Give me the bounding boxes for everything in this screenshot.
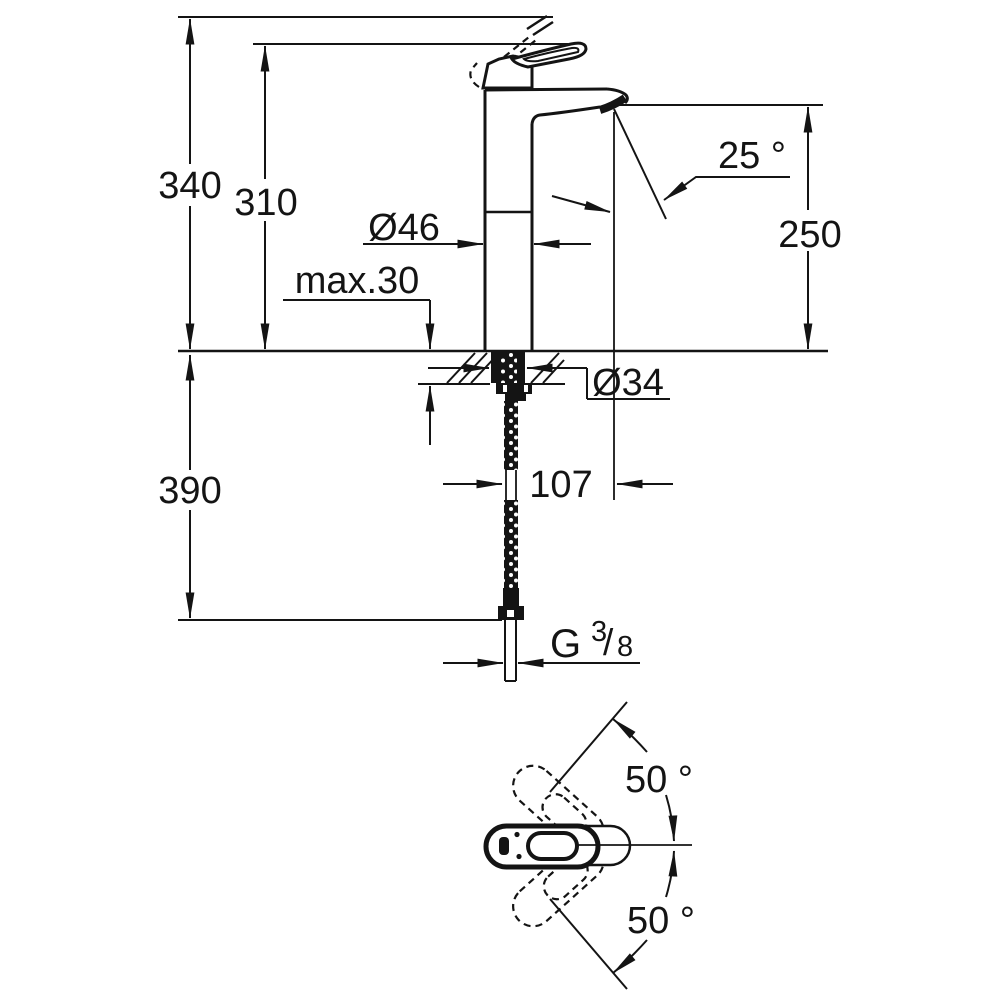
flex-hose-lower [504, 500, 518, 588]
lever-loop [509, 41, 588, 69]
dimension-250: 250 [778, 106, 842, 350]
label-body-diameter: Ø46 [368, 207, 440, 249]
label-swivel-down: 50 ° [627, 900, 695, 942]
dimension-max30: max.30 [283, 260, 435, 445]
swivel-limit-up [549, 701, 628, 793]
label-thread-slash: / [603, 622, 614, 663]
shank-left [491, 352, 500, 383]
dimension-g38: G 3 / 8 [443, 616, 640, 668]
dimension-25deg: 25 ° [551, 108, 790, 220]
label-thread-numerator: 3 [591, 616, 607, 648]
hose-connector [503, 588, 519, 608]
mounting-shank-and-hose [491, 352, 532, 682]
lever-raised-ghost [469, 14, 554, 88]
label-overall-height: 340 [158, 165, 221, 207]
faucet-front-view [469, 14, 629, 351]
stream-angle-line [613, 108, 667, 220]
label-spout-angle: 25 ° [718, 135, 786, 177]
dimension-340: 340 [158, 18, 222, 350]
spout-top-edge [484, 87, 608, 92]
label-outlet-height: 250 [778, 214, 841, 256]
handle-top-view: 50 ° 50 ° [483, 701, 695, 990]
aerator [598, 94, 628, 114]
shank-flange [496, 383, 532, 394]
label-swivel-up: 50 ° [625, 759, 693, 801]
label-lever-height: 310 [234, 182, 297, 224]
label-spout-projection: 107 [529, 464, 592, 506]
dimension-d46: Ø46 [363, 207, 591, 249]
dimension-390: 390 [158, 354, 222, 619]
extension-lines [178, 16, 828, 621]
stream-pointer [551, 195, 611, 213]
flex-hose-upper [504, 401, 518, 470]
handle-slot [526, 831, 579, 861]
handle-end-detail [499, 837, 509, 855]
spout-underside [530, 105, 601, 125]
label-thread-g: G [550, 622, 581, 666]
lever-loop-inner [522, 46, 580, 63]
dimension-d34: Ø34 [428, 362, 670, 404]
label-max-mounting-thickness: max.30 [295, 260, 420, 302]
swivel-limit-down [549, 898, 628, 990]
dimension-310: 310 [234, 45, 298, 350]
dimension-107: 107 [443, 464, 673, 506]
label-length-below-deck: 390 [158, 470, 221, 512]
shank-right [517, 352, 525, 383]
label-thread-denominator: 8 [617, 631, 633, 663]
label-mounting-hole-diameter: Ø34 [592, 362, 664, 404]
